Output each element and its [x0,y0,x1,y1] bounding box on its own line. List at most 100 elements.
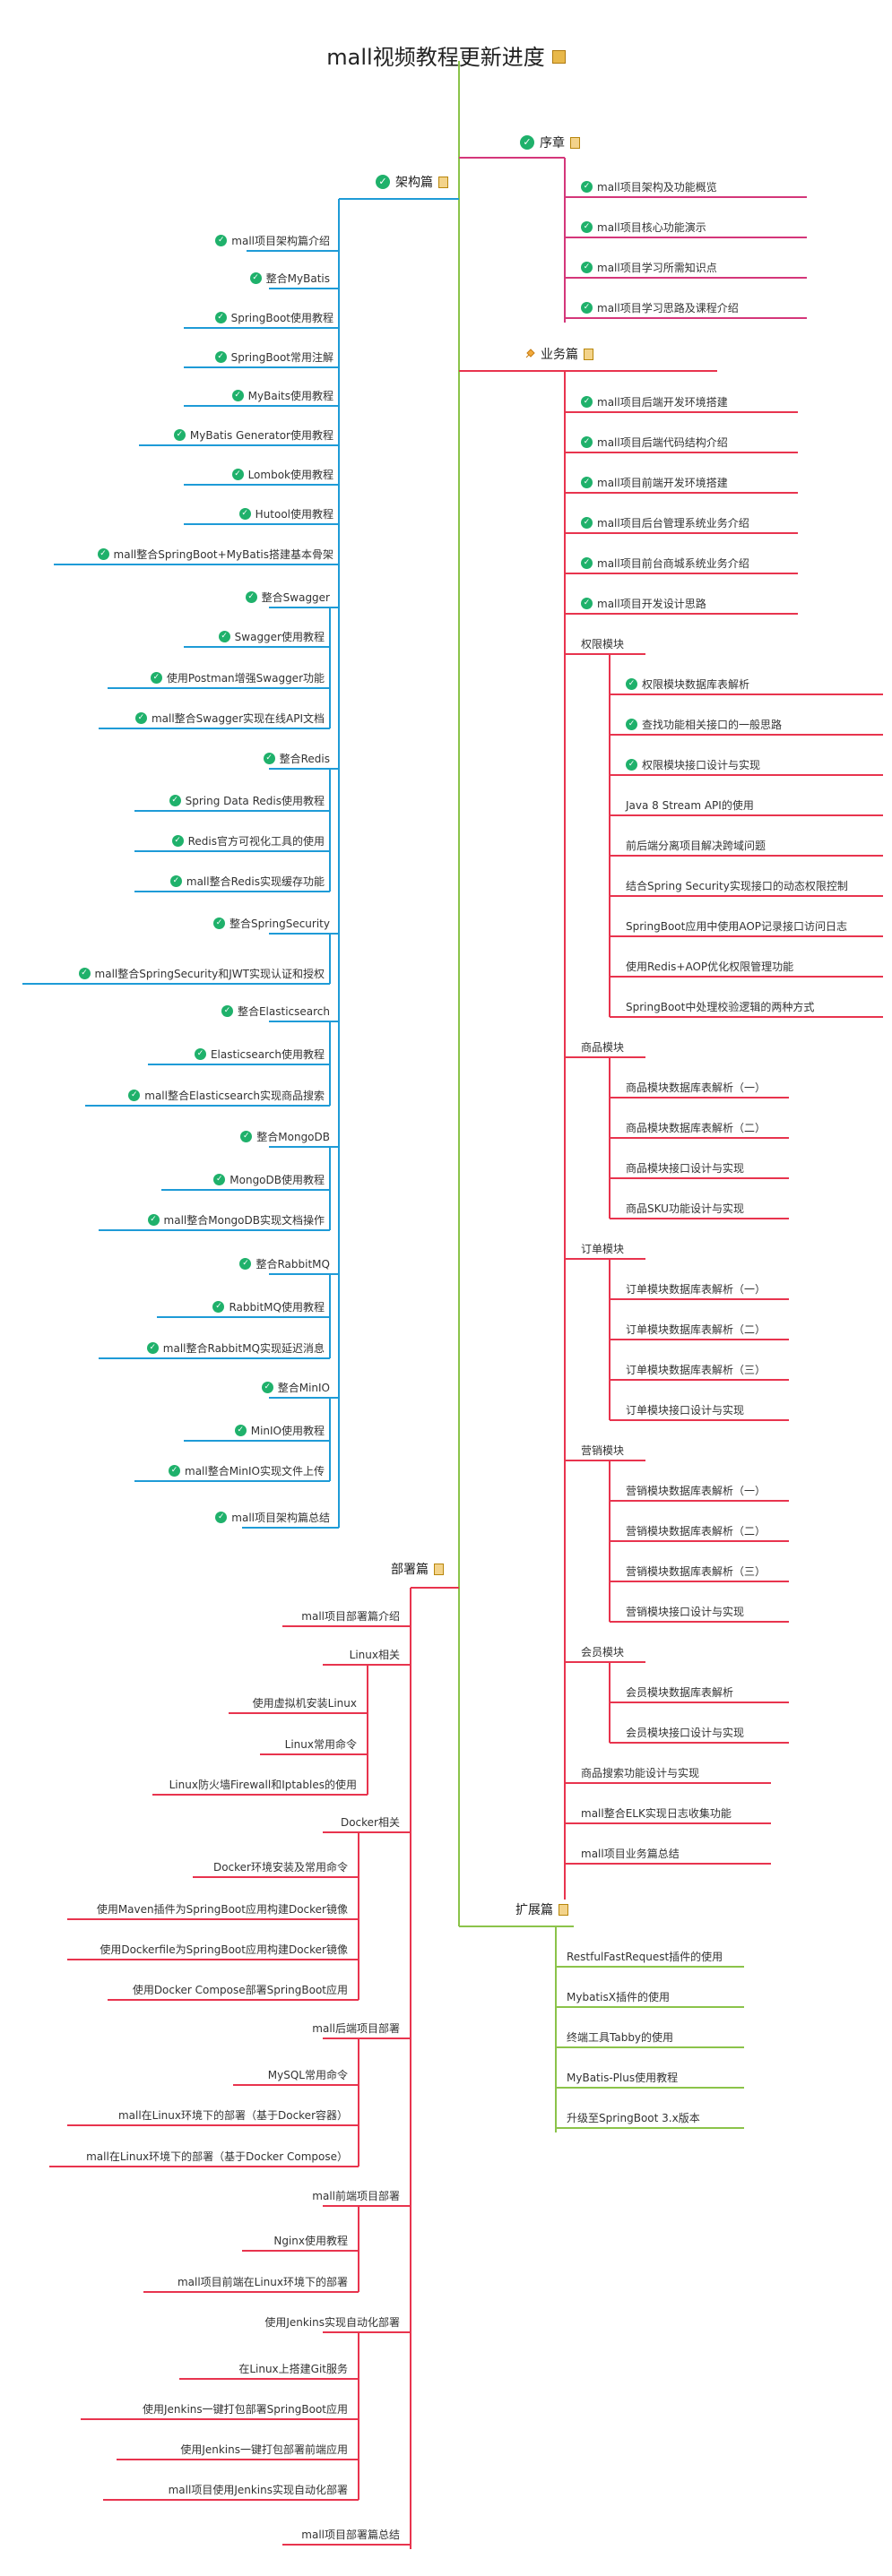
node-prod[interactable]: 商品模块 [581,1040,624,1055]
node-b8[interactable]: mall整合ELK实现日志收集功能 [581,1806,732,1821]
node-perm[interactable]: 权限模块 [581,637,624,651]
node-dk4[interactable]: 使用Docker Compose部署SpringBoot应用 [133,1983,348,1997]
node-e2[interactable]: MybatisX插件的使用 [567,1990,670,2004]
node-be[interactable]: mall后端项目部署 [312,2021,400,2036]
node-o4[interactable]: 订单模块接口设计与实现 [626,1403,744,1417]
node-lx3[interactable]: Linux防火墙Firewall和Iptables的使用 [169,1778,357,1792]
node-e1[interactable]: RestfulFastRequest插件的使用 [567,1950,723,1964]
node-b1[interactable]: ✓mall项目后端开发环境搭建 [581,395,728,409]
node-pm2[interactable]: ✓查找功能相关接口的一般思路 [626,718,782,732]
node-b7[interactable]: 商品搜索功能设计与实现 [581,1766,699,1780]
node-ss1[interactable]: ✓mall整合SpringSecurity和JWT实现认证和授权 [78,967,325,981]
node-o1[interactable]: 订单模块数据库表解析（一） [626,1282,766,1297]
node-lx[interactable]: Linux相关 [350,1648,400,1662]
node-o2[interactable]: 订单模块数据库表解析（二） [626,1322,766,1337]
node-pm3[interactable]: ✓权限模块接口设计与实现 [626,758,760,772]
node-mq1[interactable]: ✓RabbitMQ使用教程 [212,1300,325,1314]
node-mn2[interactable]: ✓mall整合MinIO实现文件上传 [169,1464,325,1478]
node-a1[interactable]: ✓mall项目架构篇介绍 [215,234,330,248]
node-lx1[interactable]: 使用虚拟机安装Linux [253,1696,357,1710]
node-p1[interactable]: ✓mall项目架构及功能概览 [581,180,717,194]
node-mk2[interactable]: 营销模块数据库表解析（二） [626,1524,766,1538]
node-fe1[interactable]: Nginx使用教程 [273,2234,348,2248]
node-biz[interactable]: 业务篇 [524,347,593,363]
node-arch[interactable]: ✓架构篇 [376,175,448,191]
node-jk3[interactable]: 使用Jenkins一键打包部署前端应用 [180,2442,348,2457]
node-e3[interactable]: 终端工具Tabby的使用 [567,2030,673,2045]
node-b5[interactable]: ✓mall项目前台商城系统业务介绍 [581,556,749,571]
node-pm9[interactable]: SpringBoot中处理校验逻辑的两种方式 [626,1000,814,1014]
node-mg1[interactable]: ✓MongoDB使用教程 [213,1173,325,1187]
node-order[interactable]: 订单模块 [581,1242,624,1256]
node-rd2[interactable]: ✓Redis官方可视化工具的使用 [171,834,325,849]
node-mg2[interactable]: ✓mall整合MongoDB实现文档操作 [147,1213,325,1228]
node-mg[interactable]: ✓整合MongoDB [240,1130,330,1144]
node-jk[interactable]: 使用Jenkins实现自动化部署 [264,2315,400,2330]
node-mb5[interactable]: ✓Lombok使用教程 [231,468,333,482]
node-mq[interactable]: ✓整合RabbitMQ [239,1257,330,1271]
node-rd[interactable]: ✓整合Redis [263,752,330,766]
node-mkt[interactable]: 营销模块 [581,1443,624,1458]
node-o3[interactable]: 订单模块数据库表解析（三） [626,1363,766,1377]
node-jk2[interactable]: 使用Jenkins一键打包部署SpringBoot应用 [143,2402,348,2417]
node-ext[interactable]: 扩展篇 [515,1902,568,1918]
node-pr3[interactable]: 商品模块接口设计与实现 [626,1161,744,1176]
node-dep[interactable]: 部署篇 [391,1562,444,1578]
node-b6[interactable]: ✓mall项目开发设计思路 [581,597,706,611]
node-mn[interactable]: ✓整合MinIO [261,1381,330,1395]
node-pm7[interactable]: SpringBoot应用中使用AOP记录接口访问日志 [626,919,847,934]
node-sw2[interactable]: ✓使用Postman增强Swagger功能 [150,671,325,685]
node-p3[interactable]: ✓mall项目学习所需知识点 [581,261,717,275]
node-dk3[interactable]: 使用Dockerfile为SpringBoot应用构建Docker镜像 [100,1943,348,1957]
node-b2[interactable]: ✓mall项目后端代码结构介绍 [581,435,728,450]
node-mk1[interactable]: 营销模块数据库表解析（一） [626,1484,766,1498]
node-mk4[interactable]: 营销模块接口设计与实现 [626,1605,744,1619]
node-d1[interactable]: mall项目部署篇介绍 [301,1609,400,1624]
node-jk1[interactable]: 在Linux上搭建Git服务 [238,2362,348,2376]
node-b9[interactable]: mall项目业务篇总结 [581,1847,680,1861]
node-sw1[interactable]: ✓Swagger使用教程 [218,630,325,644]
node-sw3[interactable]: ✓mall整合Swagger实现在线API文档 [134,711,325,726]
node-b4[interactable]: ✓mall项目后台管理系统业务介绍 [581,516,749,530]
node-sw[interactable]: ✓整合Swagger [245,590,330,605]
node-p4[interactable]: ✓mall项目学习思路及课程介绍 [581,301,739,315]
node-es[interactable]: ✓整合Elasticsearch [221,1004,330,1019]
node-pm6[interactable]: 结合Spring Security实现接口的动态权限控制 [626,879,848,893]
node-mb4[interactable]: ✓MyBatis Generator使用教程 [173,428,333,443]
node-dk2[interactable]: 使用Maven插件为SpringBoot应用构建Docker镜像 [97,1902,348,1917]
node-be2[interactable]: mall在Linux环境下的部署（基于Docker容器） [118,2108,348,2123]
node-es1[interactable]: ✓Elasticsearch使用教程 [194,1047,325,1062]
node-pm1[interactable]: ✓权限模块数据库表解析 [626,677,749,692]
node-fe[interactable]: mall前端项目部署 [312,2189,400,2203]
node-pm5[interactable]: 前后端分离项目解决跨域问题 [626,839,766,853]
node-d2[interactable]: mall项目部署篇总结 [301,2528,400,2542]
node-mb7[interactable]: ✓mall整合SpringBoot+MyBatis搭建基本骨架 [97,547,333,562]
node-preface[interactable]: ✓序章 [520,135,580,151]
node-be1[interactable]: MySQL常用命令 [268,2068,348,2082]
node-b3[interactable]: ✓mall项目前端开发环境搭建 [581,476,728,490]
node-pr2[interactable]: 商品模块数据库表解析（二） [626,1121,766,1135]
node-mk3[interactable]: 营销模块数据库表解析（三） [626,1564,766,1579]
node-dk[interactable]: Docker相关 [341,1815,400,1830]
node-pr4[interactable]: 商品SKU功能设计与实现 [626,1202,744,1216]
node-ss[interactable]: ✓整合SpringSecurity [212,917,330,931]
node-mn1[interactable]: ✓MinIO使用教程 [234,1424,325,1438]
node-mb[interactable]: ✓整合MyBatis [249,271,330,286]
node-lx2[interactable]: Linux常用命令 [285,1737,357,1752]
node-be3[interactable]: mall在Linux环境下的部署（基于Docker Compose） [86,2150,348,2164]
node-me1[interactable]: 会员模块数据库表解析 [626,1685,733,1700]
node-fe2[interactable]: mall项目前端在Linux环境下的部署 [178,2275,348,2289]
node-jk4[interactable]: mall项目使用Jenkins实现自动化部署 [169,2483,348,2497]
node-pr1[interactable]: 商品模块数据库表解析（一） [626,1081,766,1095]
node-me2[interactable]: 会员模块接口设计与实现 [626,1726,744,1740]
node-rd1[interactable]: ✓Spring Data Redis使用教程 [169,794,325,808]
node-member[interactable]: 会员模块 [581,1645,624,1659]
node-p2[interactable]: ✓mall项目核心功能演示 [581,220,706,235]
node-a2[interactable]: ✓mall项目架构篇总结 [215,1511,330,1525]
node-pm8[interactable]: 使用Redis+AOP优化权限管理功能 [626,960,793,974]
node-mb6[interactable]: ✓Hutool使用教程 [238,507,333,521]
node-mb2[interactable]: ✓SpringBoot常用注解 [214,350,333,365]
node-e5[interactable]: 升级至SpringBoot 3.x版本 [567,2111,700,2125]
node-pm4[interactable]: Java 8 Stream API的使用 [626,798,754,813]
node-rd3[interactable]: ✓mall整合Redis实现缓存功能 [169,874,325,889]
